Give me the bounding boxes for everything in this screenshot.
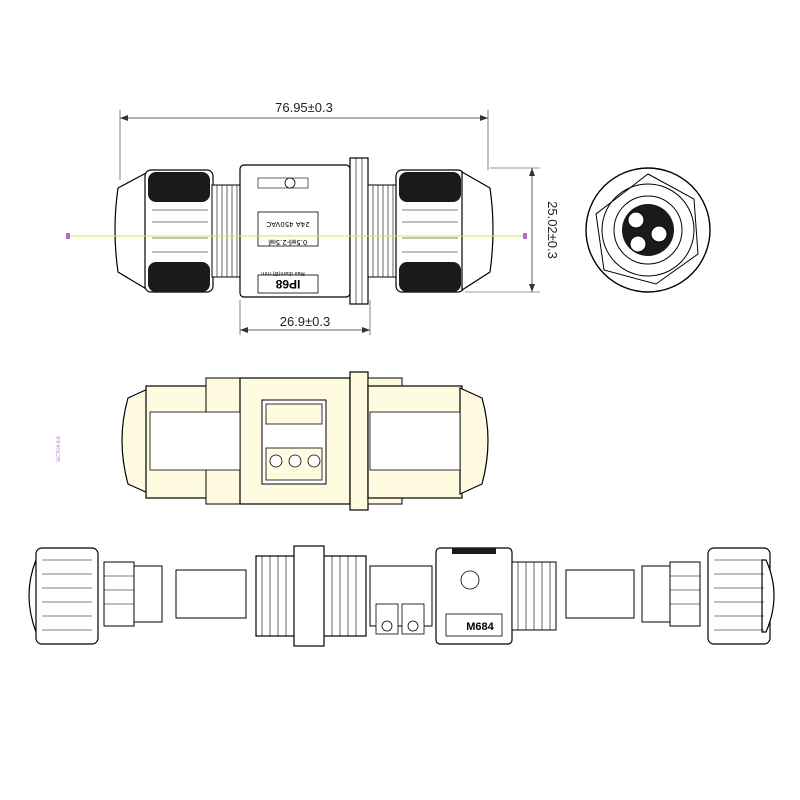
section-label: SECTION B-B (56, 436, 61, 462)
pin-hole-1-icon (627, 211, 645, 229)
center-body-label: 26.9±0.3 (280, 314, 331, 329)
exploded-left-cap (28, 547, 99, 645)
right-gland-cap (395, 169, 494, 293)
exploded-right-thread (511, 561, 557, 631)
side-elevation-view: 76.95±0.3 25.02±0.3 26.9±0.3 (66, 100, 560, 335)
wire-range-marking: 0.5㎟-2.5㎟ (269, 238, 308, 246)
insert-screw-1-icon (381, 620, 393, 632)
cross-section-view: SECTION B-B (56, 371, 489, 511)
center-body-dimension: 26.9±0.3 (239, 300, 371, 335)
end-view (585, 167, 711, 293)
ip-rating-marking: IP68 (275, 277, 300, 291)
pin-hole-3-icon (629, 235, 647, 253)
exploded-terminal-insert (369, 565, 433, 635)
exploded-marked-body: M684 (435, 547, 513, 645)
right-thread (367, 184, 397, 278)
centerline-marker-left (66, 233, 70, 239)
center-flange (349, 157, 369, 305)
certification-mark-icon (284, 177, 296, 189)
terminal-screw-3-icon (307, 454, 321, 468)
exploded-right-cap (707, 547, 775, 645)
centerline-marker-right (523, 233, 527, 239)
left-gland-cap (114, 169, 214, 293)
exploded-left-seal (175, 569, 247, 619)
model-marking: M684 (466, 621, 494, 633)
rating-marking: 24A 450VAC (266, 220, 309, 228)
diameter-dimension: 25.02±0.3 (465, 167, 560, 293)
center-body: Max diam(Ø) mm 24A 450VAC 0.5㎟-2.5㎟ IP68 (239, 164, 351, 298)
exploded-threaded-body (255, 545, 367, 647)
insert-screw-2-icon (407, 620, 419, 632)
diameter-label: 25.02±0.3 (545, 201, 560, 259)
pin-hole-2-icon (650, 225, 668, 243)
exploded-right-seal (565, 569, 635, 619)
terminal-screw-2-icon (288, 454, 302, 468)
max-diameter-marking: Max diam(Ø) mm (261, 270, 305, 277)
terminal-screw-1-icon (269, 454, 283, 468)
left-thread (211, 184, 241, 278)
exploded-right-claw (641, 561, 701, 627)
overall-length-dimension: 76.95±0.3 (119, 100, 489, 180)
exploded-view: M684 (28, 545, 775, 647)
exploded-left-claw (103, 561, 163, 627)
overall-length-label: 76.95±0.3 (275, 100, 333, 115)
etl-certification-icon (460, 570, 480, 590)
